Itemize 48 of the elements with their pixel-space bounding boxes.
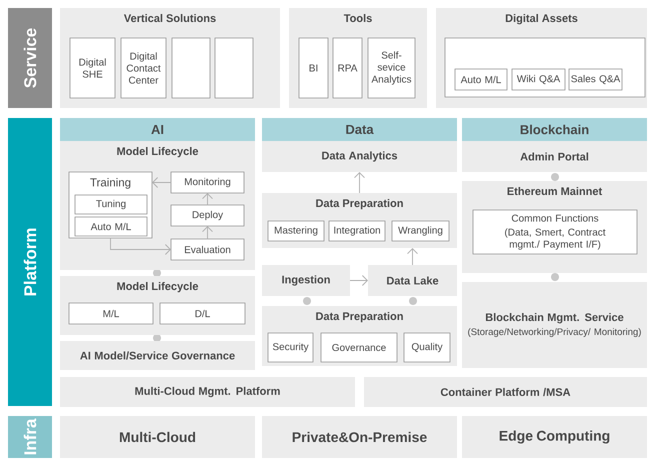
arrow <box>110 238 171 255</box>
column-header: AI <box>60 118 255 141</box>
component-box: Deploy <box>170 204 244 226</box>
component-box: Sales Q&A <box>568 68 622 90</box>
column-header: Data <box>262 118 457 141</box>
component-box <box>172 38 210 98</box>
component-box: BI <box>298 38 328 98</box>
component-box: Tuning <box>74 194 148 214</box>
arrow <box>202 193 213 206</box>
component-panel: Admin Portal <box>462 141 647 172</box>
component-box: Common Functions (Data, Smert, Contract mgmt./ Payment I/F) <box>472 210 638 254</box>
arrow <box>202 226 213 240</box>
component-box: Quality <box>404 332 450 362</box>
component-box: Security <box>268 332 314 362</box>
arrow <box>350 275 368 286</box>
component-box: Wrangling <box>392 220 450 242</box>
layer-band: Infra <box>8 416 52 458</box>
component-box: Digital Contact Center <box>120 38 166 98</box>
component-box: Governance <box>320 332 398 362</box>
component-box: M/L <box>68 302 154 324</box>
column-header: Blockchain <box>462 118 647 141</box>
component-panel: Data Analytics <box>262 141 457 172</box>
component-box: Integration <box>328 220 386 242</box>
component-box: D/L <box>160 302 246 324</box>
arrow <box>354 172 365 194</box>
component-box: Wiki Q&A <box>512 68 566 90</box>
infrastructure-box: Private&On-Premise <box>262 416 457 458</box>
component-box: Auto M/L <box>454 68 508 90</box>
component-box: Evaluation <box>170 238 244 260</box>
component-panel: Ingestion <box>262 265 350 296</box>
infrastructure-box: Edge Computing <box>462 416 647 458</box>
component-panel: Blockchain Mgmt. Service (Storage/Networking/Privacy/ Monitoring) <box>462 282 647 368</box>
arrow <box>407 248 418 266</box>
arrow <box>152 177 172 188</box>
component-box: RPA <box>332 38 362 98</box>
component-box: Mastering <box>268 220 324 242</box>
layer-band: Platform <box>8 118 52 406</box>
component-box: Self-sevice Analytics <box>368 38 416 98</box>
component-box: Monitoring <box>170 172 244 194</box>
component-box <box>214 38 254 98</box>
layer-band: Service <box>8 8 52 108</box>
component-panel: Container Platform /MSA <box>364 377 647 407</box>
component-panel: Multi-Cloud Mgmt. Platform <box>60 377 355 407</box>
component-box: Auto M/L <box>74 216 148 236</box>
infrastructure-box: Multi-Cloud <box>60 416 255 458</box>
component-box: Digital SHE <box>70 38 116 98</box>
component-panel: Data Lake <box>368 265 457 296</box>
component-panel: AI Model/Service Governance <box>60 341 255 370</box>
